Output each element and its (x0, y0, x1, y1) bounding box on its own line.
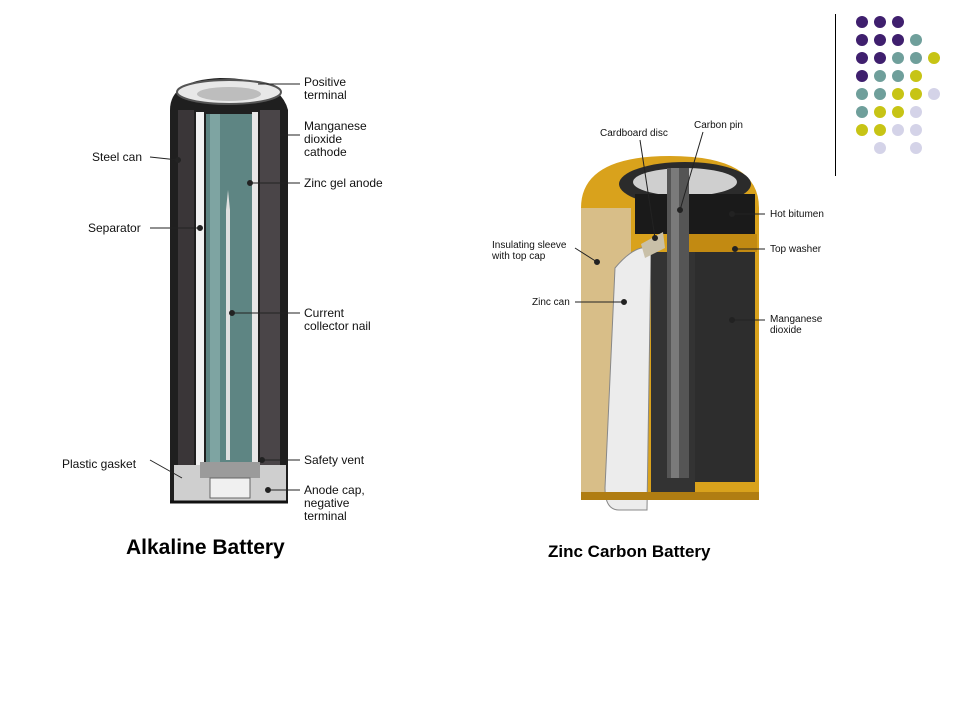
alkaline-anode-highlight (210, 114, 220, 464)
label-insulating-sleeve: Insulating sleeve with top cap (492, 240, 567, 262)
alkaline-cathode-left (178, 110, 194, 470)
label-carbon-pin: Carbon pin (694, 120, 743, 131)
label-zinc-gel-anode: Zinc gel anode (304, 176, 383, 190)
decorative-dot (874, 16, 886, 28)
zc-bottom-edge (581, 492, 759, 500)
label-manganese-dioxide: Manganese dioxide (770, 314, 823, 336)
label-plastic-gasket: Plastic gasket (62, 457, 137, 471)
decorative-dot (856, 70, 868, 82)
label-positive-terminal: Positive terminal (304, 75, 347, 102)
decorative-dot-grid (856, 16, 940, 154)
decorative-dot (892, 34, 904, 46)
label-zinc-can: Zinc can (532, 297, 570, 308)
zc-carbon-pin-highlight (671, 168, 679, 478)
alkaline-caption: Alkaline Battery (126, 536, 285, 559)
decorative-dot (874, 34, 886, 46)
decorative-dot (892, 16, 904, 28)
alkaline-separator-shape (196, 112, 204, 467)
zc-cardboard-disc-shape (641, 232, 665, 258)
decorative-dot (856, 88, 868, 100)
decorative-dot (892, 88, 904, 100)
label-separator: Separator (88, 221, 141, 235)
label-current-collector: Current collector nail (304, 306, 371, 333)
label-top-washer: Top washer (770, 244, 822, 255)
decorative-dot (892, 124, 904, 136)
decorative-dot (856, 52, 868, 64)
decorative-dot (874, 52, 886, 64)
decorative-dot (874, 142, 886, 154)
decorative-dot (856, 16, 868, 28)
decorative-dot (910, 52, 922, 64)
divider-line (835, 14, 836, 176)
alkaline-safety-vent-shape (200, 462, 260, 478)
label-steel-can: Steel can (92, 150, 143, 164)
decorative-dot (910, 142, 922, 154)
alkaline-collector-nail-shape (226, 210, 230, 460)
decorative-dot (874, 70, 886, 82)
decorative-dot (910, 106, 922, 118)
zinc-carbon-caption: Zinc Carbon Battery (548, 542, 711, 561)
decorative-dot (910, 70, 922, 82)
alkaline-terminal-inner (197, 87, 261, 101)
decorative-dot (892, 106, 904, 118)
alkaline-battery-cutaway (170, 78, 288, 504)
alkaline-anode-cap-shape (209, 477, 251, 499)
decorative-dot (928, 52, 940, 64)
label-hot-bitumen: Hot bitumen (770, 209, 824, 220)
decorative-dot (856, 106, 868, 118)
decorative-dot (892, 70, 904, 82)
alkaline-cathode-shape (260, 110, 280, 470)
alkaline-separator-right (252, 112, 258, 467)
label-manganese-cathode: Manganese dioxide cathode (304, 119, 367, 159)
alkaline-nail-tip (226, 190, 230, 210)
label-safety-vent: Safety vent (304, 453, 365, 467)
zinc-carbon-battery-cutaway (581, 156, 759, 511)
decorative-dot (874, 124, 886, 136)
zc-manganese-shape (695, 252, 755, 482)
decorative-dot (856, 34, 868, 46)
decorative-dot (874, 106, 886, 118)
decorative-dot (892, 52, 904, 64)
label-anode-cap: Anode cap, negative terminal (304, 483, 365, 523)
decorative-dot (910, 124, 922, 136)
decorative-dot (910, 34, 922, 46)
decorative-dot (910, 88, 922, 100)
decorative-dot (928, 88, 940, 100)
decorative-dot (856, 124, 868, 136)
decorative-dot (874, 88, 886, 100)
label-cardboard-disc: Cardboard disc (600, 128, 668, 139)
